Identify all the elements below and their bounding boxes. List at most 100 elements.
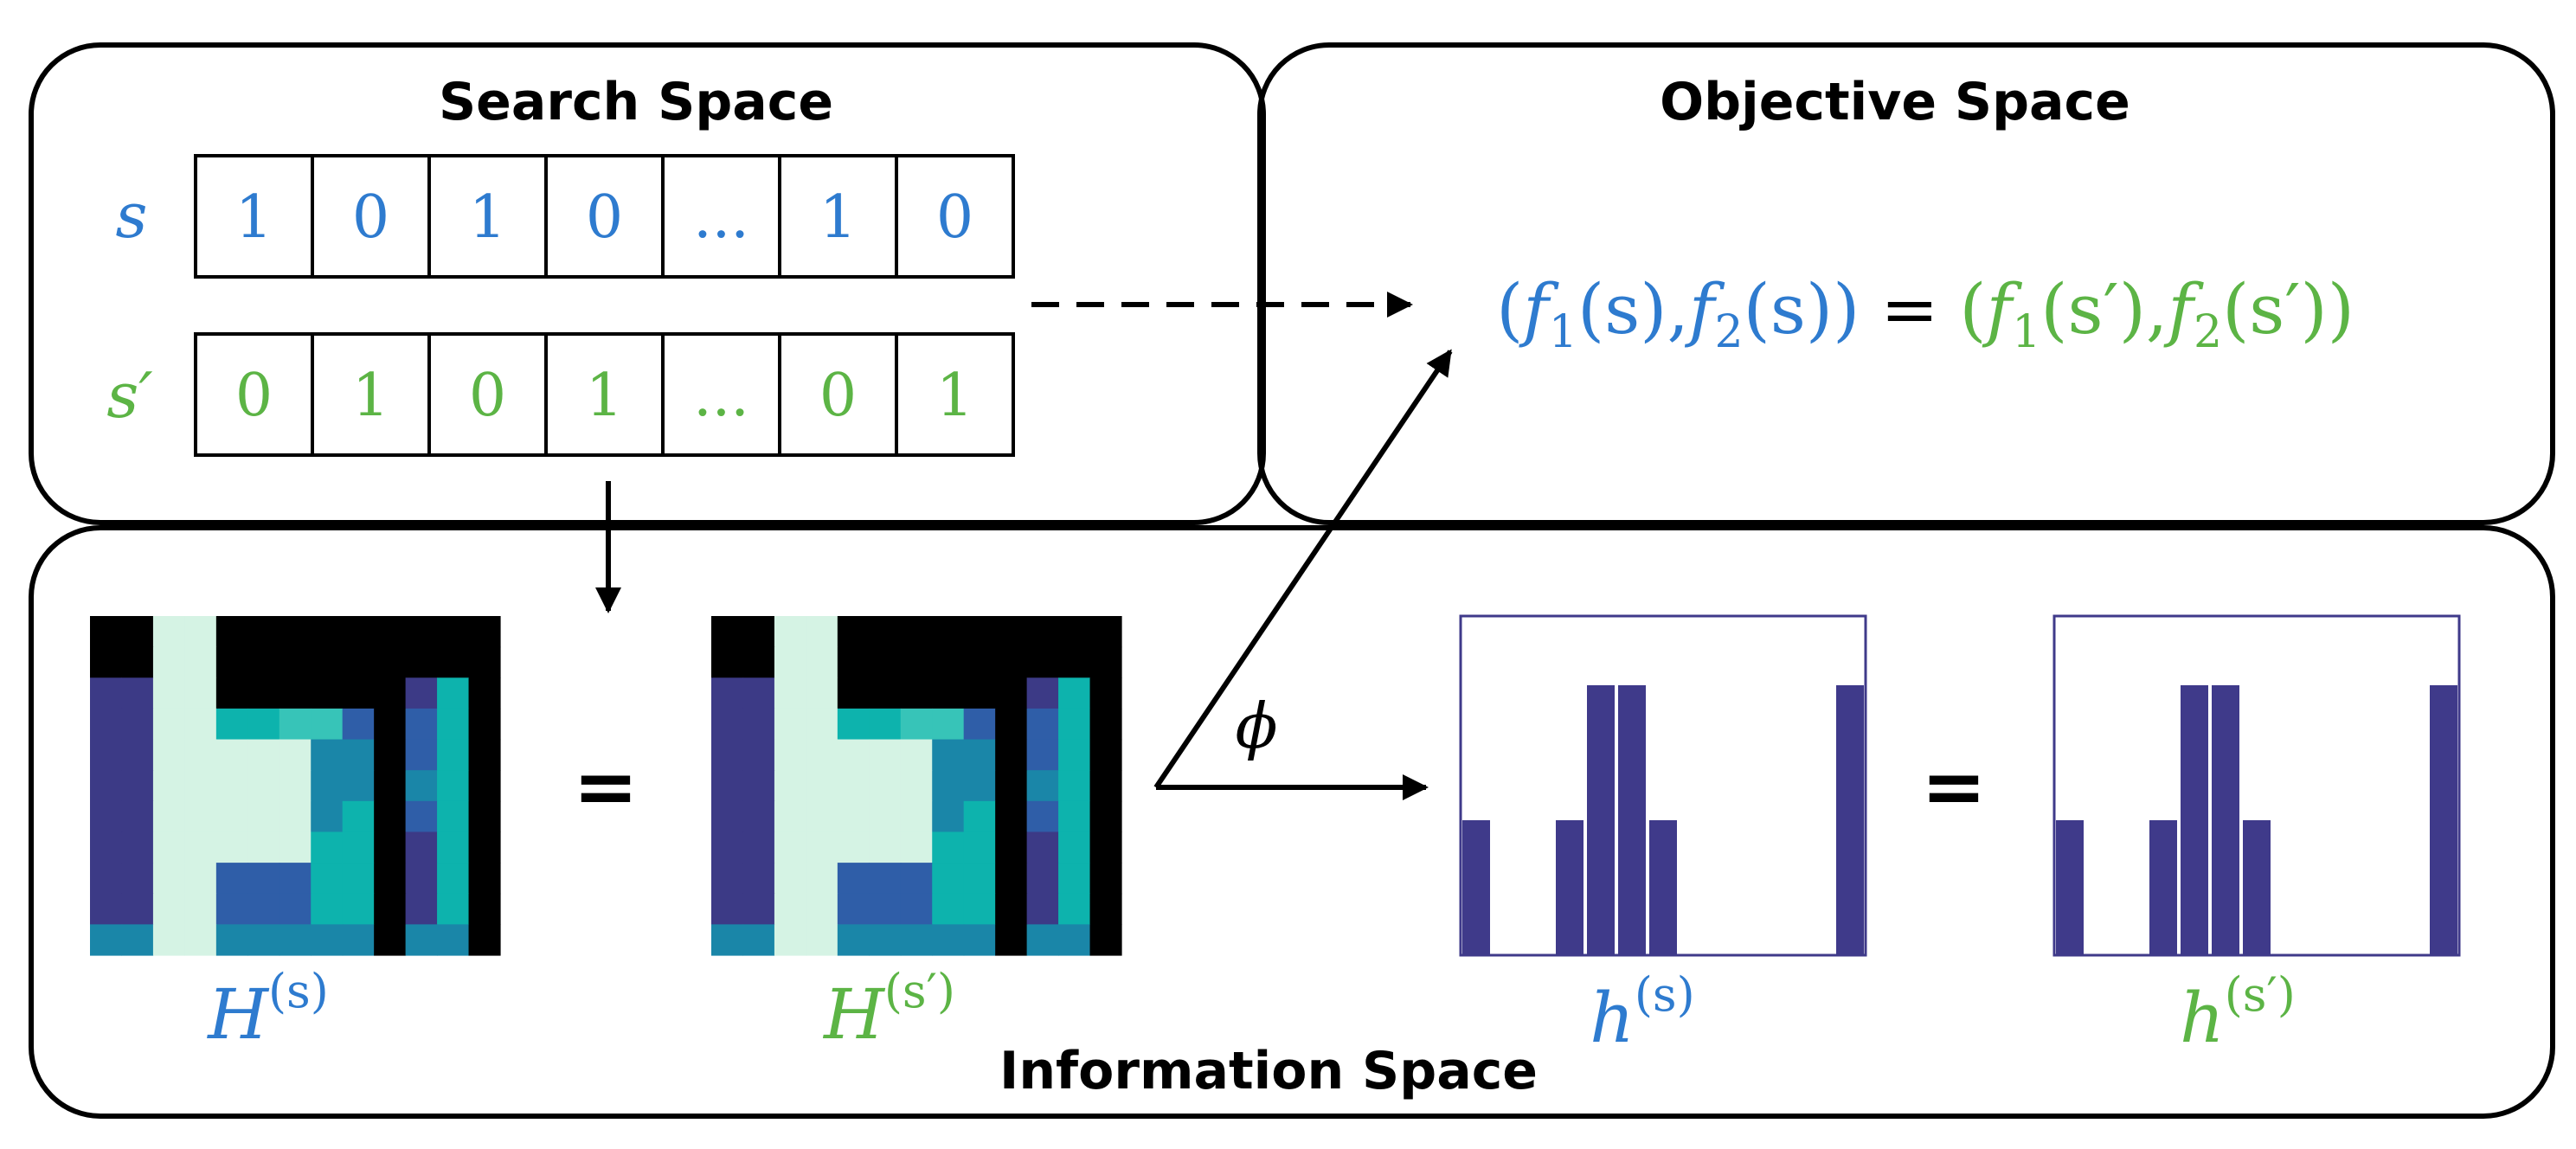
heatmap-cell — [1026, 616, 1059, 648]
heatmap-cell — [742, 831, 775, 863]
histogram-s — [1459, 614, 1867, 957]
histogram-bar — [2181, 685, 2208, 955]
heatmap-cell — [374, 708, 407, 741]
histogram-bar — [1649, 820, 1677, 955]
heatmap-cell — [405, 677, 438, 709]
heatmap-cell — [1026, 924, 1059, 956]
heatmap-cell — [837, 800, 870, 833]
s-bit-cell-cell — [194, 154, 314, 279]
heatmap-cell — [711, 739, 744, 771]
heatmap-cell — [995, 831, 1028, 863]
heatmap-cell — [1058, 646, 1091, 678]
heatmap-cell — [742, 800, 775, 833]
heatmap-cell — [995, 893, 1028, 925]
heatmap-cell — [837, 831, 870, 863]
heatmap-cell — [90, 646, 123, 678]
heatmap-cell — [900, 831, 933, 863]
heatmap-cell — [900, 646, 933, 678]
heatmap-cell — [1089, 831, 1122, 863]
heatmap-cell — [279, 646, 312, 678]
heatmap-cell — [468, 708, 501, 741]
heatmap-cell — [1026, 677, 1059, 709]
lhs-f2-arg: (s) — [1744, 269, 1833, 350]
s-bit-cell-cell — [895, 154, 1015, 279]
s-bit-cell-bit: 1 — [819, 183, 857, 252]
heatmap-cell — [869, 646, 902, 678]
heatmap-cell — [279, 708, 312, 741]
heatmap-cell — [468, 616, 501, 648]
heatmap-s-superscript: (s) — [268, 964, 329, 1018]
heatmap-cell — [932, 924, 965, 956]
heatmap-cell — [963, 708, 996, 741]
rhs-f1-subscript: 1 — [2012, 306, 2040, 358]
heatmap-cell — [90, 924, 123, 956]
heatmap-cell — [468, 800, 501, 833]
heatmap-cell — [995, 924, 1028, 956]
heatmap-cell — [837, 770, 870, 802]
heatmap-cell — [374, 646, 407, 678]
s-bit-cell-cell — [311, 154, 431, 279]
heatmap-cell — [932, 770, 965, 802]
heatmap-cell — [711, 863, 744, 895]
heatmap-cell — [1089, 863, 1122, 895]
histogram-s-prime-base: h — [2180, 978, 2225, 1058]
heatmap-s — [90, 616, 501, 956]
heatmap-cell — [437, 708, 470, 741]
heatmap-cell — [774, 677, 806, 709]
heatmap-cell — [995, 800, 1028, 833]
heatmap-cell — [437, 924, 470, 956]
s-bit-cell-cell — [778, 154, 898, 279]
heatmap-cell — [311, 739, 344, 771]
heatmap-cell — [932, 800, 965, 833]
heatmap-cell — [342, 924, 375, 956]
heatmap-cell — [405, 708, 438, 741]
heatmap-cell — [1026, 770, 1059, 802]
heatmap-cell — [152, 800, 185, 833]
heatmap-cell — [1058, 677, 1091, 709]
heatmap-cell — [837, 616, 870, 648]
heatmap-cell — [184, 831, 217, 863]
s-prime-bit-cell-bit: 0 — [469, 362, 506, 430]
heatmap-cell — [311, 770, 344, 802]
heatmap-cell — [995, 739, 1028, 771]
heatmap-cell — [90, 831, 123, 863]
heatmap-cell — [932, 831, 965, 863]
heatmap-cell — [247, 739, 280, 771]
heatmap-cell — [806, 924, 838, 956]
heatmap-cell — [774, 708, 806, 741]
heatmap-cell — [837, 677, 870, 709]
heatmap-cell — [279, 863, 312, 895]
heatmap-cell — [1089, 893, 1122, 925]
heatmap-cell — [468, 831, 501, 863]
heatmap-cell — [1026, 646, 1059, 678]
heatmap-cell — [215, 893, 248, 925]
heatmap-cell — [311, 800, 344, 833]
histogram-equals-sign: = — [1921, 741, 1986, 832]
heatmap-cell — [995, 708, 1028, 741]
heatmap-cell — [121, 893, 154, 925]
s-prime-bit-cell-bit: 1 — [936, 362, 973, 430]
heatmap-cell — [184, 893, 217, 925]
histogram-bar — [1556, 820, 1584, 955]
heatmap-cell — [247, 770, 280, 802]
heatmap-cell — [374, 677, 407, 709]
heatmap-cell — [995, 863, 1028, 895]
s-prime-bit-cell-bit: 0 — [819, 362, 857, 430]
heatmap-cell — [900, 924, 933, 956]
heatmap-cell — [711, 924, 744, 956]
s-prime-bit-cell-bit: 1 — [352, 362, 389, 430]
heatmap-cell — [1026, 739, 1059, 771]
heatmap-cell — [711, 831, 744, 863]
heatmap-cell — [405, 739, 438, 771]
heatmap-cell — [742, 677, 775, 709]
heatmap-cell — [342, 770, 375, 802]
heatmap-cell — [963, 770, 996, 802]
heatmap-cell — [279, 831, 312, 863]
heatmap-cell — [152, 924, 185, 956]
heatmap-cell — [869, 863, 902, 895]
heatmap-cell — [963, 924, 996, 956]
s-prime-bit-cell-bit: 1 — [586, 362, 623, 430]
heatmap-cell — [247, 924, 280, 956]
heatmap-cell — [121, 800, 154, 833]
heatmap-cell — [311, 616, 344, 648]
